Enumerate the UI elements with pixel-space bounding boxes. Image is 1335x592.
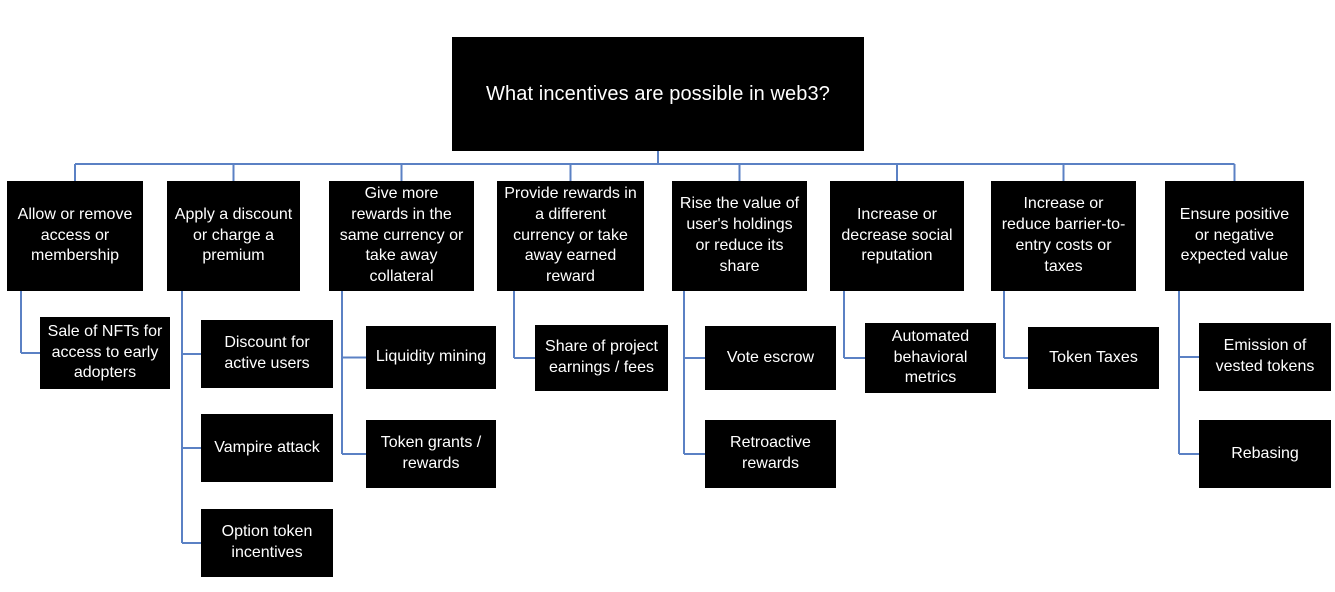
leaf-node-1-1-label: Vampire attack [214, 438, 320, 456]
branch-node-5[interactable]: Increase or decrease social reputation [830, 181, 964, 291]
leaf-node-4-0-label: Vote escrow [726, 348, 815, 366]
branch-node-6-label: Increase or reduce barrier-to-entry cost… [1001, 195, 1126, 275]
leaf-node-1-0[interactable]: Discount for active users [201, 320, 333, 388]
leaf-node-6-0-label: Token Taxes [1049, 348, 1138, 366]
branch-node-3-label: Provide rewards in a different currency … [504, 185, 637, 286]
branch-node-7[interactable]: Ensure positive or negative expected val… [1165, 181, 1304, 291]
leaf-node-2-0[interactable]: Liquidity mining [366, 326, 496, 389]
leaf-node-7-0[interactable]: Emission of vested tokens [1199, 323, 1331, 391]
leaf-node-7-0-label: Emission of vested tokens [1215, 337, 1315, 375]
leaf-node-7-1[interactable]: Rebasing [1199, 420, 1331, 488]
branch-node-0[interactable]: Allow or remove access or membership [7, 181, 143, 291]
branch-node-4[interactable]: Rise the value of user's holdings or red… [672, 181, 807, 291]
leaf-node-2-1-label: Token grants / rewards [380, 434, 482, 472]
leaf-node-1-2-label: Option token incentives [221, 523, 313, 561]
branch-node-1[interactable]: Apply a discount or charge a premium [167, 181, 300, 291]
root-node[interactable]: What incentives are possible in web3? [452, 37, 864, 151]
branch-node-0-label: Allow or remove access or membership [17, 205, 133, 265]
branch-node-2[interactable]: Give more rewards in the same currency o… [329, 181, 474, 291]
leaf-node-4-1[interactable]: Retroactive rewards [705, 420, 836, 488]
leaf-node-4-1-label: Retroactive rewards [730, 434, 811, 472]
branch-node-1-label: Apply a discount or charge a premium [174, 205, 293, 265]
leaf-node-0-0-label: Sale of NFTs for access to early adopter… [47, 322, 163, 382]
branch-node-6[interactable]: Increase or reduce barrier-to-entry cost… [991, 181, 1136, 291]
leaf-node-3-0-label: Share of project earnings / fees [545, 338, 658, 376]
branch-node-3[interactable]: Provide rewards in a different currency … [497, 181, 644, 291]
leaf-node-7-1-label: Rebasing [1231, 444, 1299, 462]
leaf-node-5-0[interactable]: Automated behavioral metrics [865, 323, 996, 393]
branch-node-4-label: Rise the value of user's holdings or red… [679, 195, 800, 275]
leaf-node-1-1[interactable]: Vampire attack [201, 414, 333, 482]
leaf-node-1-2[interactable]: Option token incentives [201, 509, 333, 577]
leaf-node-6-0[interactable]: Token Taxes [1028, 327, 1159, 389]
leaf-node-0-0[interactable]: Sale of NFTs for access to early adopter… [40, 317, 170, 389]
leaf-node-2-0-label: Liquidity mining [375, 348, 487, 366]
root-node-label: What incentives are possible in web3? [486, 83, 830, 105]
leaf-node-2-1[interactable]: Token grants / rewards [366, 420, 496, 488]
branch-node-2-label: Give more rewards in the same currency o… [339, 185, 464, 286]
leaf-node-5-0-label: Automated behavioral metrics [891, 327, 970, 387]
branch-node-7-label: Ensure positive or negative expected val… [1179, 205, 1290, 265]
leaf-node-1-0-label: Discount for active users [224, 334, 310, 372]
leaf-node-4-0[interactable]: Vote escrow [705, 326, 836, 390]
leaf-node-3-0[interactable]: Share of project earnings / fees [535, 325, 668, 391]
branch-node-5-label: Increase or decrease social reputation [841, 205, 953, 265]
